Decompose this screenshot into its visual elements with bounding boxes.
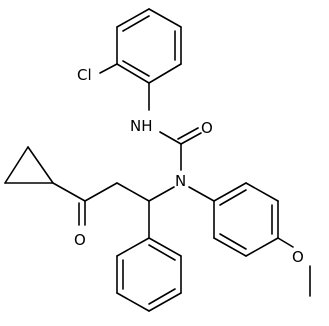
chlorine-label: Cl: [77, 66, 92, 84]
ch2-ketone-bond: [84, 182, 118, 202]
methoxyphenyl-ring: [213, 182, 279, 257]
c-cl-bond: [99, 63, 118, 74]
aryl-o-bond: [277, 237, 294, 248]
urea-nitrogen-label: N: [175, 172, 186, 190]
cyclopropyl-ring: [4, 146, 54, 184]
ketone-oxygen-label: O: [74, 231, 86, 249]
urea-oxygen-label: O: [201, 119, 213, 137]
ch-ch2-bond: [116, 182, 150, 202]
chlorophenyl-ring: [116, 8, 182, 84]
ketone-cyclopropyl-bond: [52, 182, 86, 202]
n-aryl-bond: [188, 186, 215, 202]
amide-nh-label: NH: [130, 117, 153, 135]
nh-carbonyl-bond: [159, 131, 182, 145]
phenyl-ring: [116, 237, 182, 312]
urea-carbonyl-double-bond: [180, 132, 202, 145]
methoxy-oxygen-label: O: [292, 248, 304, 266]
n-ch-bond: [148, 186, 175, 202]
